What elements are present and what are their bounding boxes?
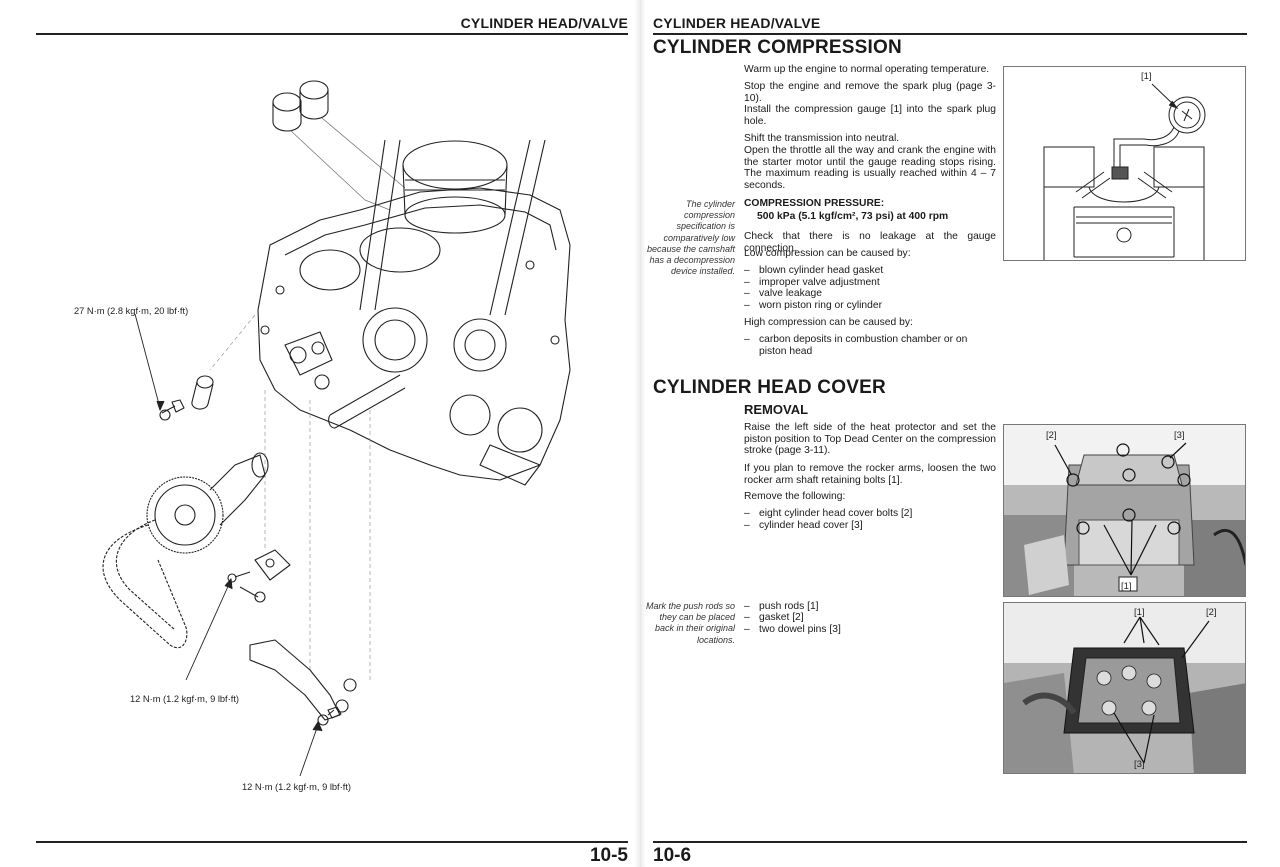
photo1-callout-1: [1] [1121,581,1132,592]
cam-chain-guide-drawing [249,639,357,721]
compression-side-note: The cylinder compression specification i… [646,199,735,277]
photo1-callout-3: [3] [1174,430,1185,441]
push-rod-side-note: Mark the push rods so they can be placed… [645,601,735,645]
high-cause-item: –carbon deposits in combustion chamber o… [744,334,968,357]
right-header-rule [653,33,1247,35]
section-title-head-cover: CYLINDER HEAD COVER [653,377,886,398]
compression-gauge-drawing [1043,83,1206,260]
photo2-callout-1: [1] [1134,607,1145,618]
left-page: CYLINDER HEAD/VALVE [36,15,628,866]
dowel-pins-drawing [272,80,329,132]
section-title-compression: CYLINDER COMPRESSION [653,37,902,58]
right-footer-rule [653,841,1247,843]
low-cause-item: –valve leakage [744,288,822,299]
torque-label-12nm-a: 12 N·m (1.2 kgf·m, 9 lbf·ft) [130,694,240,704]
head-cover-photo-drawing [1004,442,1245,596]
torque-label-27nm: 27 N·m (2.8 kgf·m, 20 lbf·ft) [74,306,189,316]
low-compression-intro: Low compression can be caused by: [744,248,911,259]
tensioner-drawing [227,549,291,603]
left-page-number: 10-5 [589,845,628,866]
compression-step-warmup: Warm up the engine to normal operating t… [744,64,990,75]
right-page: CYLINDER HEAD/VALVE CYLINDER COMPRESSION… [640,0,1280,867]
photo2-callout-3: [3] [1134,759,1145,770]
photo1-callout-2: [2] [1046,430,1057,441]
compression-step-stop-engine: Stop the engine and remove the spark plu… [744,81,996,104]
subsection-title-removal: REMOVAL [744,402,809,417]
remove-item: –push rods [1] [744,601,819,612]
figure-callout: [1] [1141,71,1152,82]
compression-check-leakage: Check that there is no leakage at the ga… [744,231,996,254]
remove-item: –two dowel pins [3] [744,624,841,635]
compression-step-install-gauge: Install the compression gauge [1] into t… [744,104,996,127]
right-page-number: 10-6 [653,845,692,866]
compression-step-neutral: Shift the transmission into neutral. [744,133,900,144]
low-cause-item: –blown cylinder head gasket [744,265,884,276]
low-cause-item: –worn piston ring or cylinder [744,300,883,311]
torque-label-12nm-b: 12 N·m (1.2 kgf·m, 9 lbf·ft) [242,782,352,792]
bolt-12nm-lower-drawing [317,706,342,726]
remove-item: –gasket [2] [744,612,804,623]
compression-gauge-figure: [1] [1003,66,1246,261]
crankcase-drawing [257,139,571,486]
removal-step-remove-following: Remove the following: [744,491,846,502]
left-footer-rule [36,841,628,843]
compression-step-crank: Open the throttle all the way and crank … [744,145,996,191]
photo2-callout-2: [2] [1206,607,1217,618]
removal-step-rocker-arms: If you plan to remove the rocker arms, l… [744,463,996,486]
camshaft-sprocket-drawing [146,452,269,554]
camshaft-exploded-diagram [102,80,571,777]
removal-step-tdc: Raise the left side of the heat protecto… [744,422,996,457]
collar-drawing [191,375,214,410]
remove-item: –eight cylinder head cover bolts [2] [744,508,913,519]
bolt-27nm-drawing [159,399,185,421]
push-rods-gasket-photo: [1] [2] [3] [1003,602,1246,774]
high-compression-intro: High compression can be caused by: [744,317,913,328]
remove-item: –cylinder head cover [3] [744,520,863,531]
compression-spec-value: 500 kPa (5.1 kgf/cm², 73 psi) at 400 rpm [757,211,949,222]
head-cover-bolts-photo: [2] [3] [1] [1003,424,1246,597]
left-header-rule [36,33,628,35]
compression-spec-title: COMPRESSION PRESSURE: [744,198,885,209]
low-cause-item: –improper valve adjustment [744,277,880,288]
cam-chain-drawing [102,519,188,649]
page-gutter [634,0,646,867]
right-header-title: CYLINDER HEAD/VALVE [653,15,821,31]
left-header-title: CYLINDER HEAD/VALVE [460,15,628,31]
push-rods-photo-drawing [1004,616,1245,773]
